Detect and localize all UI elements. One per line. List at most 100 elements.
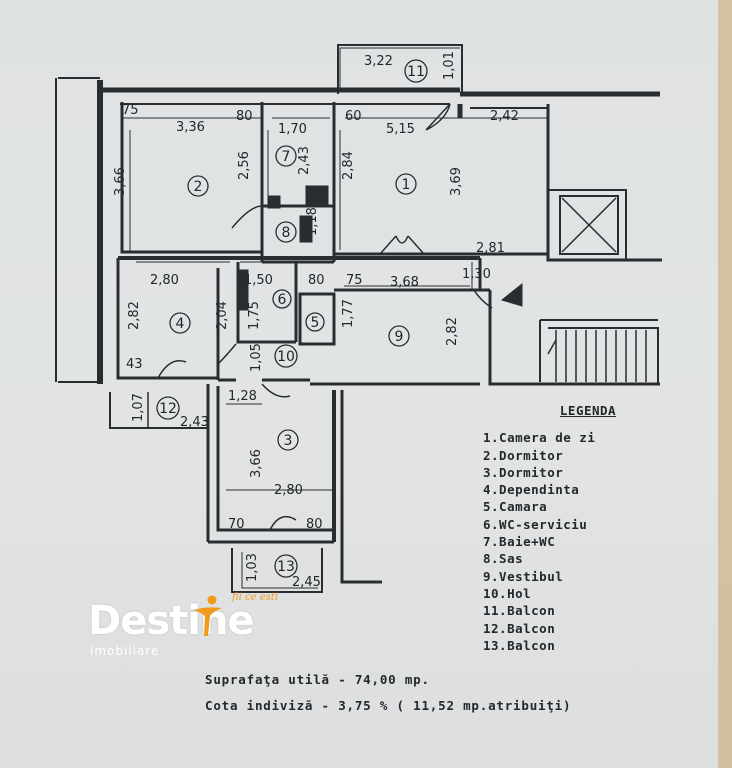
staircase (539, 319, 659, 384)
dimension-label: 2,56 (237, 151, 252, 180)
balcony-13-outline (231, 548, 323, 593)
room-label: 9 (395, 329, 404, 345)
dimension-label: 1,75 (247, 301, 262, 330)
room-label: 5 (311, 315, 320, 331)
dimension-label: 2,80 (274, 483, 303, 498)
room-9-walls (334, 288, 660, 386)
room-marker-5 (305, 312, 325, 332)
dimension-label: 2,43 (297, 146, 312, 175)
room-label: 2 (194, 179, 203, 195)
dimension-label: 2,45 (292, 575, 321, 590)
room-marker-9 (388, 325, 410, 347)
room-marker-4 (169, 312, 191, 334)
room-label: 8 (282, 225, 291, 241)
dimension-label: 3,68 (390, 275, 419, 290)
legend-item: 9.Vestibul (483, 568, 564, 584)
legend-item: 1.Camera de zi (483, 430, 596, 446)
dimension-label: 3,22 (364, 54, 393, 69)
legend-item: 6.WC-serviciu (483, 516, 588, 532)
balcony-12-outline (109, 392, 208, 429)
dimension-label: 1,28 (228, 389, 257, 404)
room-4-walls (116, 258, 218, 380)
dimension-label: 43 (126, 357, 143, 372)
dimension-label: 2,42 (490, 109, 519, 124)
dimension-label: 2,84 (341, 151, 356, 180)
room-marker-1 (395, 173, 417, 195)
legend-item: 4.Dependinta (483, 482, 580, 498)
dimension-label: 2,82 (445, 317, 460, 346)
dimension-label: 1,70 (278, 122, 307, 137)
room-8-walls (260, 206, 336, 264)
share-text: Cota indiviză - 3,75 % ( 11,52 mp.atribu… (205, 698, 572, 713)
dimension-label: 75 (346, 273, 363, 288)
room-label: 12 (159, 401, 177, 417)
dimension-label: 3,66 (249, 449, 264, 478)
dimension-label: 1,05 (249, 343, 264, 372)
dimension-label: 2,82 (127, 301, 142, 330)
room-3-walls (206, 384, 334, 542)
dimension-label: 2,04 (215, 301, 230, 330)
dimension-label: 1,50 (244, 273, 273, 288)
dimension-label: 2,81 (476, 241, 505, 256)
legend-item: 13.Balcon (483, 637, 556, 653)
door-room-2 (231, 205, 263, 229)
dimension-label: 2,43 (180, 415, 209, 430)
dimension-label: 1,07 (131, 393, 146, 422)
balcony-11-outline (337, 44, 463, 94)
fixture-tub (305, 185, 329, 207)
door-hall (217, 343, 237, 365)
wall-corridor-left (55, 77, 100, 383)
room-label: 6 (278, 292, 287, 308)
room-label: 13 (277, 559, 295, 575)
legend-item: 12.Balcon (483, 620, 556, 636)
dimension-label: 80 (308, 273, 325, 288)
dimension-label: 3,69 (449, 167, 464, 196)
wall-top-inner (120, 103, 548, 109)
dimension-label: 1,30 (462, 267, 491, 282)
room-label: 4 (176, 316, 185, 332)
logo-subtitle: imobiliare (90, 644, 160, 658)
dimension-label: 1,03 (245, 553, 260, 582)
dimension-label: 5,15 (386, 122, 415, 137)
legend: LEGENDA 1.Camera de zi 2.Dormitor 3.Dorm… (483, 402, 713, 654)
legend-item: 8.Sas (483, 551, 524, 567)
room-marker-10 (274, 344, 298, 368)
room-marker-2 (187, 175, 209, 197)
room-label: 7 (282, 149, 291, 165)
dimension-label: 75 (122, 103, 139, 118)
dimension-label: 60 (345, 109, 362, 124)
dimension-label: 2,80 (150, 273, 179, 288)
legend-title: LEGENDA (559, 403, 617, 418)
wall-top (100, 87, 660, 118)
door-living (379, 235, 425, 255)
legend-item: 3.Dormitor (483, 464, 564, 480)
legend-item: 7.Baie+WC (483, 534, 556, 550)
dimension-label: 3,36 (176, 120, 205, 135)
room-marker-7 (275, 145, 297, 167)
logo-figure-icon (194, 595, 222, 636)
dimension-label: 3,66 (113, 167, 128, 196)
entrance-arrow-icon (500, 282, 523, 307)
room-marker-11 (404, 59, 428, 83)
legend-item: 10.Hol (483, 585, 532, 601)
destine-logo: Destine fii ce esti imobiliare (88, 592, 298, 662)
page-edge (718, 0, 732, 768)
door-room-4 (157, 360, 187, 379)
room-label: 1 (402, 177, 411, 193)
room-marker-6 (272, 289, 292, 309)
door-balcony-11 (425, 103, 451, 131)
usable-area-text: Suprafaţa utilă - 74,00 mp. (205, 672, 430, 687)
dimension-label: 70 (228, 517, 245, 532)
legend-item: 2.Dormitor (483, 447, 564, 463)
room-marker-8 (275, 221, 297, 243)
room-5-walls (298, 292, 336, 346)
area-notes: Suprafaţa utilă - 74,00 mp. Cota indiviz… (205, 667, 571, 719)
room-label: 3 (284, 433, 293, 449)
logo-wordmark: Destine (88, 598, 255, 644)
room-marker-13 (274, 554, 298, 578)
dimension-label: 1,77 (341, 299, 356, 328)
door-room-10 (261, 383, 291, 398)
elevator-shaft (559, 195, 619, 255)
room-1-walls (332, 102, 550, 256)
